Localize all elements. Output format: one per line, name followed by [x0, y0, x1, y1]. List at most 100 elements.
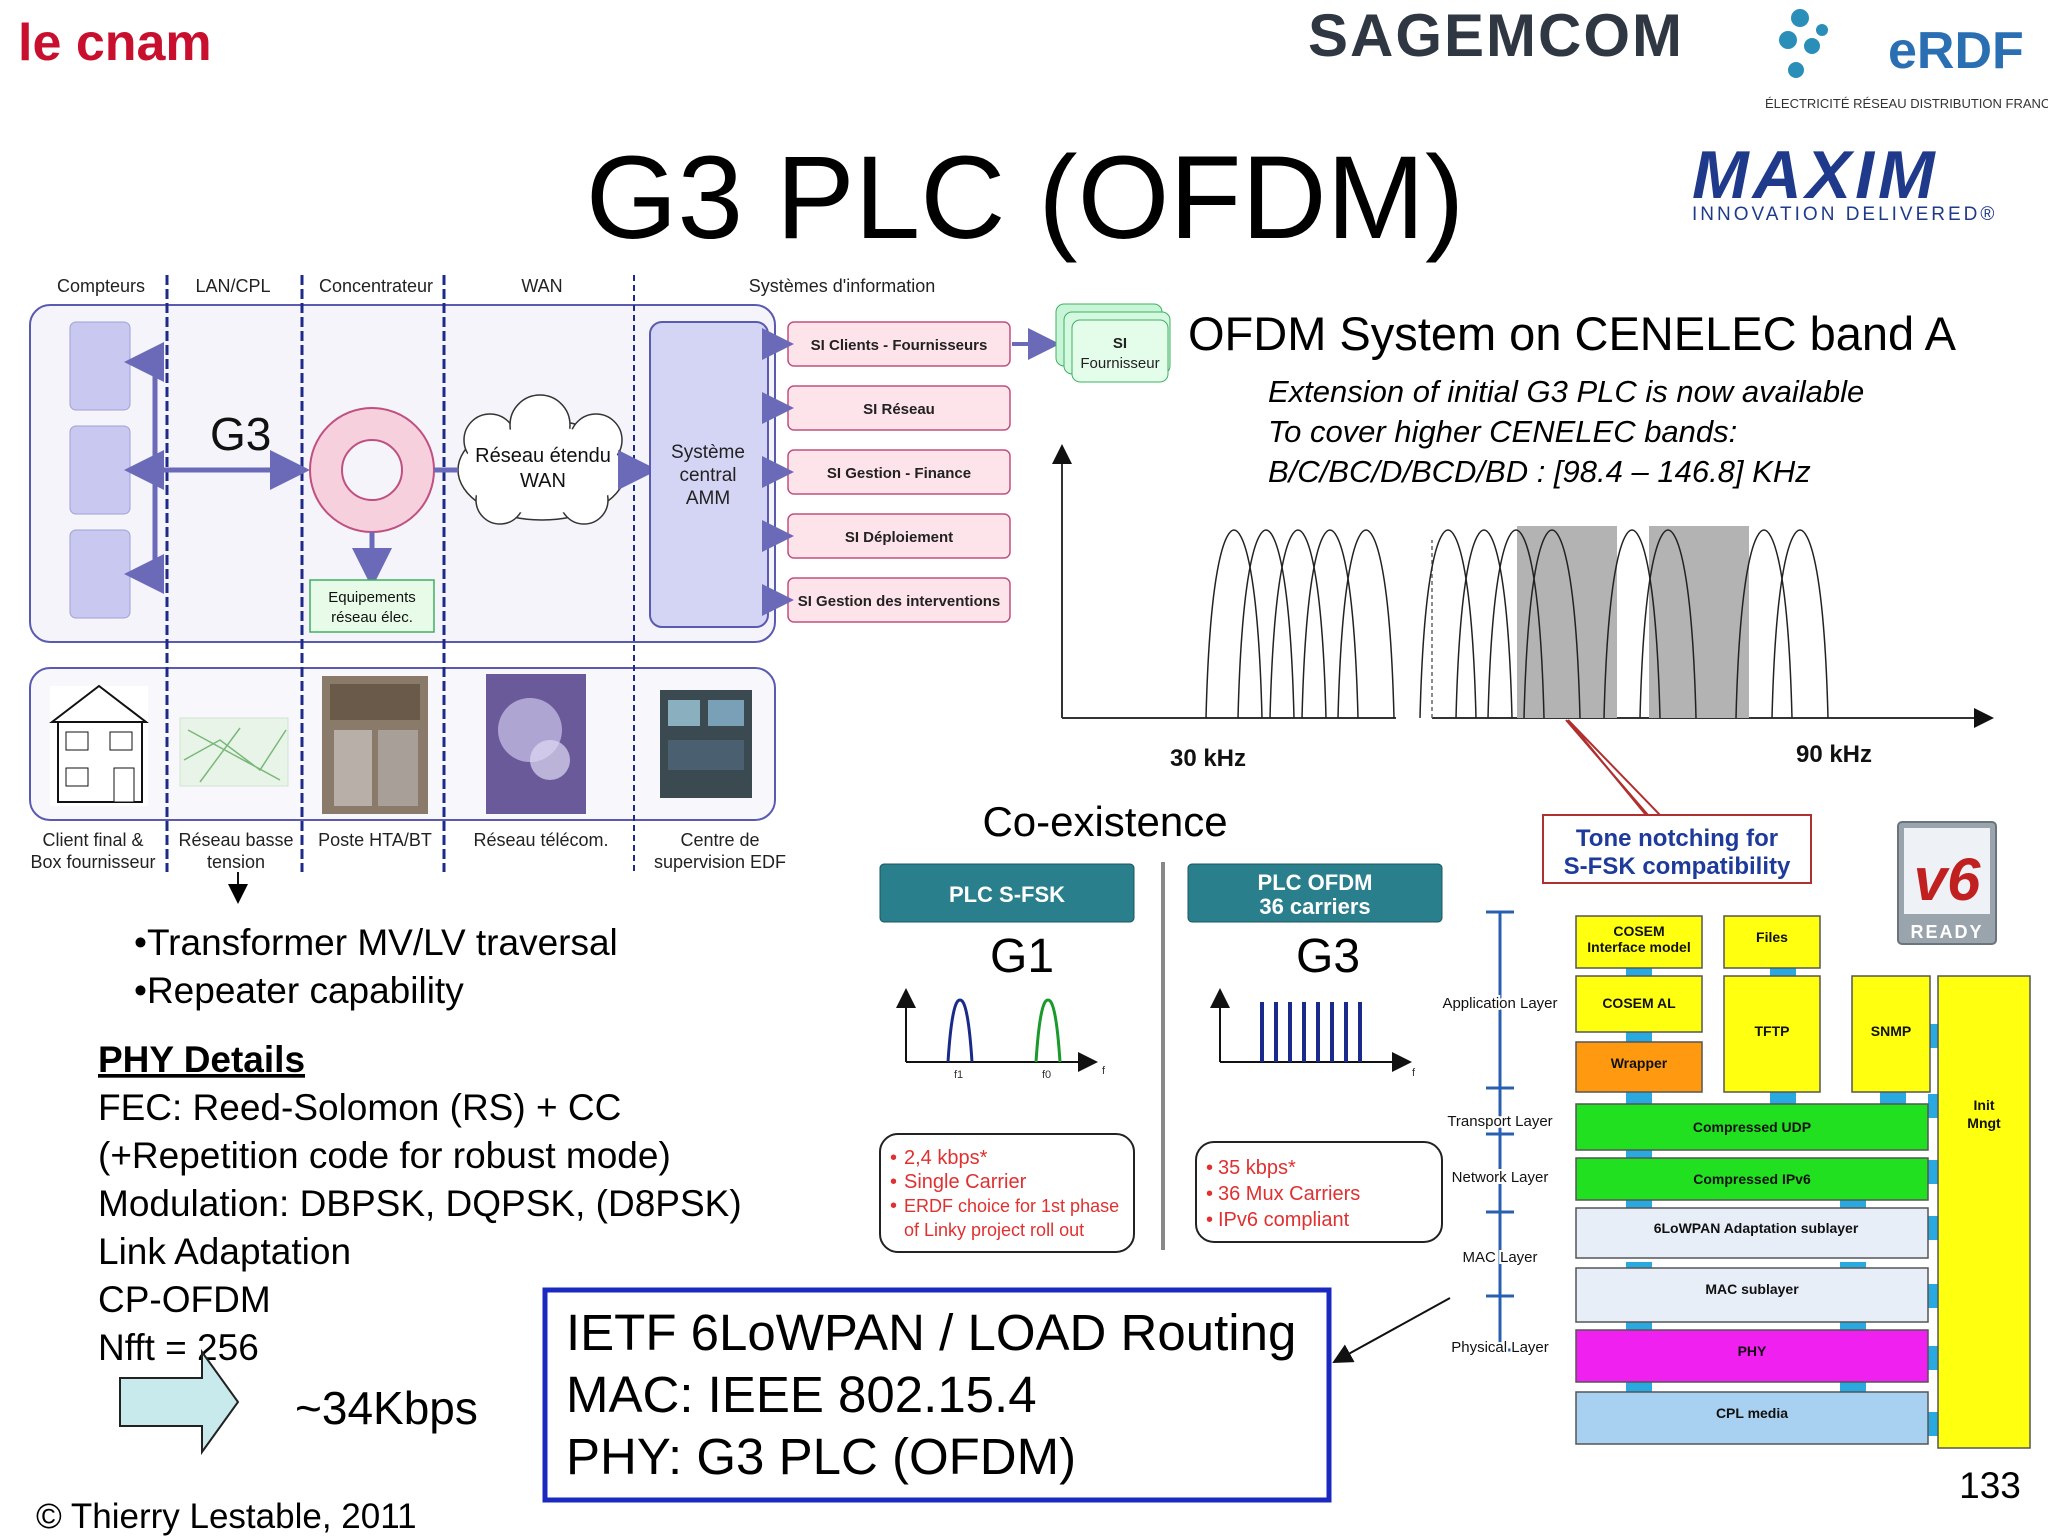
subcarrier-lobe	[1419, 529, 1477, 719]
photo-label: Poste HTA/BT	[318, 830, 432, 850]
photo-label: Client final &	[42, 830, 143, 850]
layer-label: Application Layer	[1442, 995, 1557, 1012]
layer-label: Network Layer	[1452, 1169, 1549, 1186]
subcarrier-lobe	[1455, 529, 1513, 719]
stack-block-label: TFTP	[1755, 1023, 1790, 1039]
feature-bullet: •Transformer MV/LV traversal	[134, 922, 618, 963]
meter-box	[69, 425, 131, 515]
g1-bullet: of Linky project roll out	[904, 1220, 1084, 1240]
page-number: 133	[1959, 1465, 2021, 1506]
rate-label: ~34Kbps	[295, 1382, 478, 1434]
g3-info-box	[1195, 1141, 1443, 1243]
subcarrier-lobe	[1639, 529, 1697, 719]
subcarrier-lobe	[1237, 529, 1295, 719]
g1-axis-label: f	[1102, 1065, 1106, 1077]
coexist-heading: Co-existence	[982, 798, 1227, 845]
ietf-line: PHY: G3 PLC (OFDM)	[566, 1428, 1076, 1485]
copyright: © Thierry Lestable, 2011	[36, 1497, 417, 1536]
ofdm-note: B/C/BC/D/BCD/BD : [98.4 – 146.8] KHz	[1268, 454, 1811, 489]
g1-info-box	[879, 1133, 1135, 1253]
svg-text:•: •	[1206, 1183, 1213, 1205]
photo-label: tension	[207, 852, 265, 872]
arrow-shape	[119, 1348, 240, 1456]
subcarrier-lobe	[1771, 529, 1829, 719]
feature-bullet: •Repeater capability	[134, 970, 464, 1011]
svg-text:•: •	[890, 1171, 897, 1193]
si-fournisseur-label: Fournisseur	[1080, 355, 1159, 372]
phy-line: CP-OFDM	[98, 1279, 271, 1320]
architecture-diagram: Compteurs LAN/CPL Concentrateur WAN Syst…	[29, 275, 1171, 904]
tone-notch-box	[1542, 814, 1812, 884]
phy-line: Link Adaptation	[98, 1231, 351, 1272]
subcarrier-lobe	[1735, 529, 1793, 719]
stack-block-label: Wrapper	[1611, 1055, 1668, 1071]
ofdm-note: To cover higher CENELEC bands:	[1268, 414, 1737, 449]
svg-text:•: •	[890, 1147, 897, 1169]
central-label: Système	[671, 442, 745, 463]
svg-text:•: •	[1206, 1157, 1213, 1179]
tone-notch-label: S-FSK compatibility	[1564, 853, 1791, 880]
g3-label: G3	[210, 408, 271, 460]
subcarrier-lobe	[1205, 529, 1263, 719]
si-clients: SI Clients - Fournisseurs	[811, 337, 988, 354]
stack-block-label: SNMP	[1871, 1023, 1911, 1039]
wan-label: Réseau étendu	[475, 445, 611, 467]
phy-line: Nfft = 256	[98, 1327, 259, 1368]
svg-text:•: •	[1206, 1209, 1213, 1231]
stack-block-label: Compressed IPv6	[1693, 1171, 1811, 1187]
phy-line: Modulation: DBPSK, DQPSK, (D8PSK)	[98, 1183, 742, 1224]
subcarrier-lobe	[1487, 529, 1545, 719]
house-icon	[49, 684, 149, 806]
stack-block-label: Init	[1974, 1097, 1995, 1113]
g3-header-label: 36 carriers	[1259, 894, 1370, 919]
g1-header	[879, 863, 1135, 923]
g3-spectrum	[1210, 988, 1412, 1072]
page-title: G3 PLC (OFDM)	[586, 132, 1465, 264]
si-interventions: SI Gestion des interventions	[798, 593, 1001, 610]
stack-block-label: Mngt	[1967, 1115, 2001, 1131]
stack-block-label: PHY	[1738, 1343, 1767, 1359]
si-gestion-finance: SI Gestion - Finance	[827, 465, 971, 482]
subcarrier-lobe	[1523, 529, 1581, 719]
layer-label: Physical Layer	[1451, 1339, 1549, 1356]
g3-bullet: 35 kbps*	[1218, 1157, 1296, 1179]
g3-axis-label: f	[1412, 1067, 1416, 1079]
g3-header	[1187, 863, 1443, 923]
sagemcom-logo: SAGEMCOM	[1308, 2, 1684, 69]
g3-bullet: IPv6 compliant	[1218, 1209, 1350, 1231]
stack-block-label: COSEM	[1613, 923, 1664, 939]
layer-label: Transport Layer	[1447, 1113, 1552, 1130]
stack-block-label: Interface model	[1587, 939, 1690, 955]
ietf-line: MAC: IEEE 802.15.4	[566, 1366, 1037, 1423]
layer-label: MAC Layer	[1462, 1249, 1537, 1266]
wan-label: WAN	[520, 470, 566, 492]
tone-notch-label: Tone notching for	[1576, 825, 1778, 852]
ipv6-ready-icon: v6 READY	[1897, 821, 1997, 945]
subcarrier-lobe	[1301, 529, 1359, 719]
g3-header-label: PLC OFDM	[1258, 870, 1373, 895]
photo-label: Centre de	[680, 830, 759, 850]
g1-axis-label: f0	[1042, 1069, 1051, 1081]
stack-block-label: COSEM AL	[1602, 995, 1676, 1011]
subcarrier-lobe	[1603, 529, 1661, 719]
si-deploiement: SI Déploiement	[845, 529, 953, 546]
stack-block-label: Files	[1756, 929, 1788, 945]
si-reseau: SI Réseau	[863, 401, 935, 418]
ipv6-ready-label: READY	[1910, 922, 1983, 942]
column-label: LAN/CPL	[195, 276, 270, 296]
meter-box	[69, 321, 131, 411]
subcarrier-lobe	[1269, 529, 1327, 719]
photo-label: Réseau télécom.	[473, 830, 608, 850]
ietf-box	[542, 1287, 1332, 1503]
erdf-swirl-icon	[1779, 9, 1828, 78]
meter-box	[69, 529, 131, 619]
maxim-tagline: INNOVATION DELIVERED®	[1692, 204, 1997, 225]
g3-bullet: 36 Mux Carriers	[1218, 1183, 1360, 1205]
g1-spectrum	[896, 988, 1098, 1072]
column-label: Systèmes d'information	[749, 276, 936, 296]
ofdm-note: Extension of initial G3 PLC is now avail…	[1268, 374, 1864, 409]
g3-label: G3	[1296, 930, 1360, 983]
equipment-box	[309, 579, 435, 633]
phy-heading: PHY Details	[98, 1039, 305, 1080]
